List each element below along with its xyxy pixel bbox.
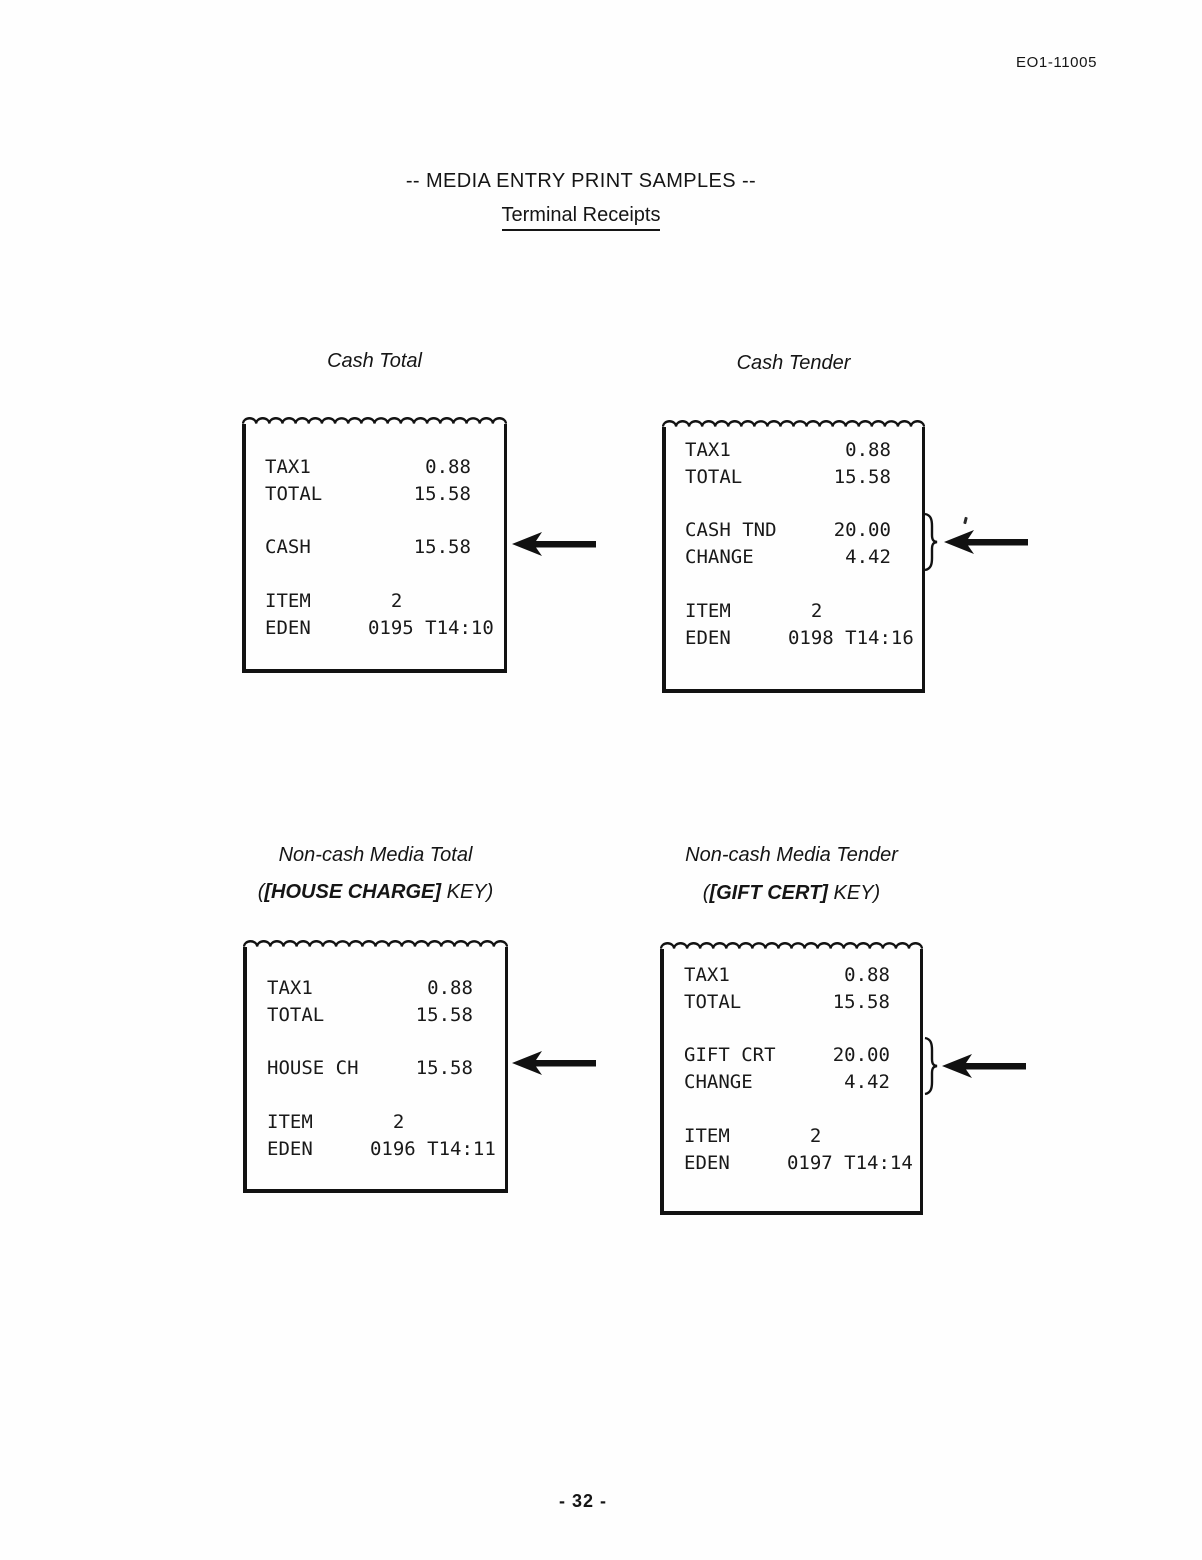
receipt-border [242, 424, 507, 673]
receipt-cash-tender: TAX1 0.88 TOTAL 15.58 CASH TND 20.00 CHA… [662, 418, 925, 693]
key-caption-post: KEY) [441, 881, 494, 903]
stray-mark [963, 516, 968, 525]
receipt-gift-cert: TAX1 0.88 TOTAL 15.58 GIFT CRT 20.00 CHA… [660, 940, 923, 1215]
torn-edge-icon [660, 942, 923, 949]
caption-cash-tender: Cash Tender [736, 352, 851, 374]
key-caption-pre: ( [702, 882, 710, 904]
caption-gift-cert-key: ([GIFT CERT] KEY) [660, 882, 923, 905]
receipt-border [662, 427, 925, 693]
left-arrow-icon [512, 1051, 596, 1075]
left-arrow-icon [944, 530, 1028, 554]
receipt-house-charge: TAX1 0.88 TOTAL 15.58 HOUSE CH 15.58 ITE… [243, 938, 508, 1193]
key-caption-bold: [GIFT CERT] [709, 882, 828, 904]
page-title: -- MEDIA ENTRY PRINT SAMPLES -- [405, 170, 757, 192]
doc-code: EO1-11005 [1016, 54, 1098, 71]
page-number: - 32 - [558, 1491, 607, 1511]
torn-edge-icon [243, 940, 508, 947]
left-arrow-icon [942, 1054, 1026, 1078]
receipt-cash-total: TAX1 0.88 TOTAL 15.58 CASH 15.58 ITEM 2 … [242, 415, 507, 673]
caption-house-charge-key: ([HOUSE CHARGE] KEY) [243, 881, 508, 904]
brace-icon [924, 1036, 938, 1096]
receipt-border [243, 947, 508, 1193]
page-subtitle-wrap: Terminal Receipts [281, 204, 881, 231]
page-subtitle: Terminal Receipts [501, 204, 661, 231]
caption-noncash-total: Non-cash Media Total [278, 844, 473, 866]
left-arrow-icon [512, 532, 596, 556]
brace-icon [924, 512, 938, 572]
receipt-text: TAX1 0.88 TOTAL 15.58 CASH 15.58 ITEM 2 … [265, 456, 494, 639]
receipt-text: TAX1 0.88 TOTAL 15.58 HOUSE CH 15.58 ITE… [267, 977, 496, 1160]
torn-edge-icon [242, 417, 507, 424]
torn-edge-icon [662, 420, 925, 427]
caption-noncash-tender: Non-cash Media Tender [685, 844, 898, 866]
caption-cash-total: Cash Total [327, 350, 422, 372]
receipt-text: TAX1 0.88 TOTAL 15.58 CASH TND 20.00 CHA… [685, 439, 914, 649]
key-caption-bold: [HOUSE CHARGE] [264, 881, 442, 903]
receipt-border [660, 949, 923, 1215]
key-caption-post: KEY) [827, 882, 881, 904]
key-caption-pre: ( [257, 881, 265, 903]
receipt-text: TAX1 0.88 TOTAL 15.58 GIFT CRT 20.00 CHA… [684, 964, 913, 1174]
